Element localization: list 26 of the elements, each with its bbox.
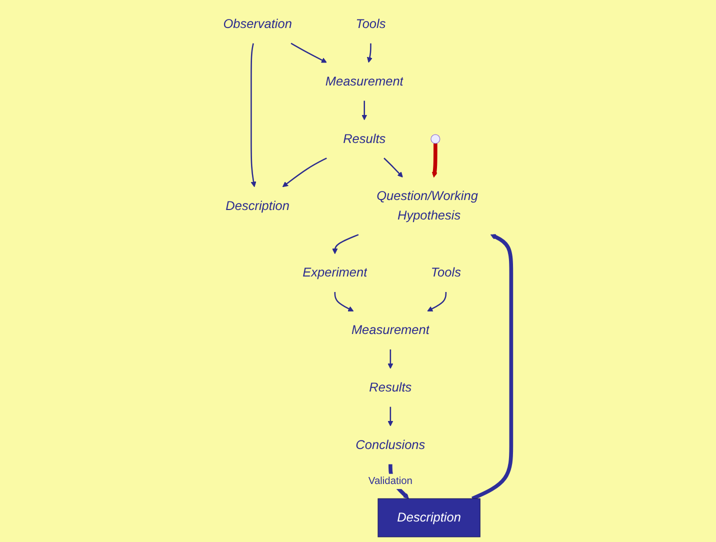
node-text: Tools: [356, 17, 386, 32]
arrow: [384, 158, 403, 178]
arrow: [388, 349, 394, 369]
arrow: [334, 292, 354, 312]
node-text: Results: [369, 380, 412, 395]
node-text: Measurement: [325, 74, 404, 89]
node-text: Observation: [223, 17, 292, 32]
node-text: Conclusions: [356, 438, 426, 452]
arrow: [332, 234, 359, 254]
arrow: [427, 292, 447, 312]
node-text: Experiment: [302, 266, 368, 280]
node-box: Description: [378, 498, 480, 538]
arrow: [362, 100, 368, 120]
node-text: Description: [226, 198, 290, 213]
arrow: [250, 43, 256, 188]
arrow: [366, 43, 372, 63]
edge-label: Validation: [368, 476, 412, 487]
arrow: [472, 234, 514, 500]
node-text: Question/Working Hypothesis: [376, 189, 478, 223]
node-text: Measurement: [351, 323, 430, 338]
node-text: Results: [343, 132, 386, 146]
node-text: Tools: [430, 266, 461, 280]
arrow: [290, 42, 327, 63]
arrow: [388, 406, 394, 426]
arrow: [432, 143, 438, 178]
arrow: [282, 158, 327, 188]
